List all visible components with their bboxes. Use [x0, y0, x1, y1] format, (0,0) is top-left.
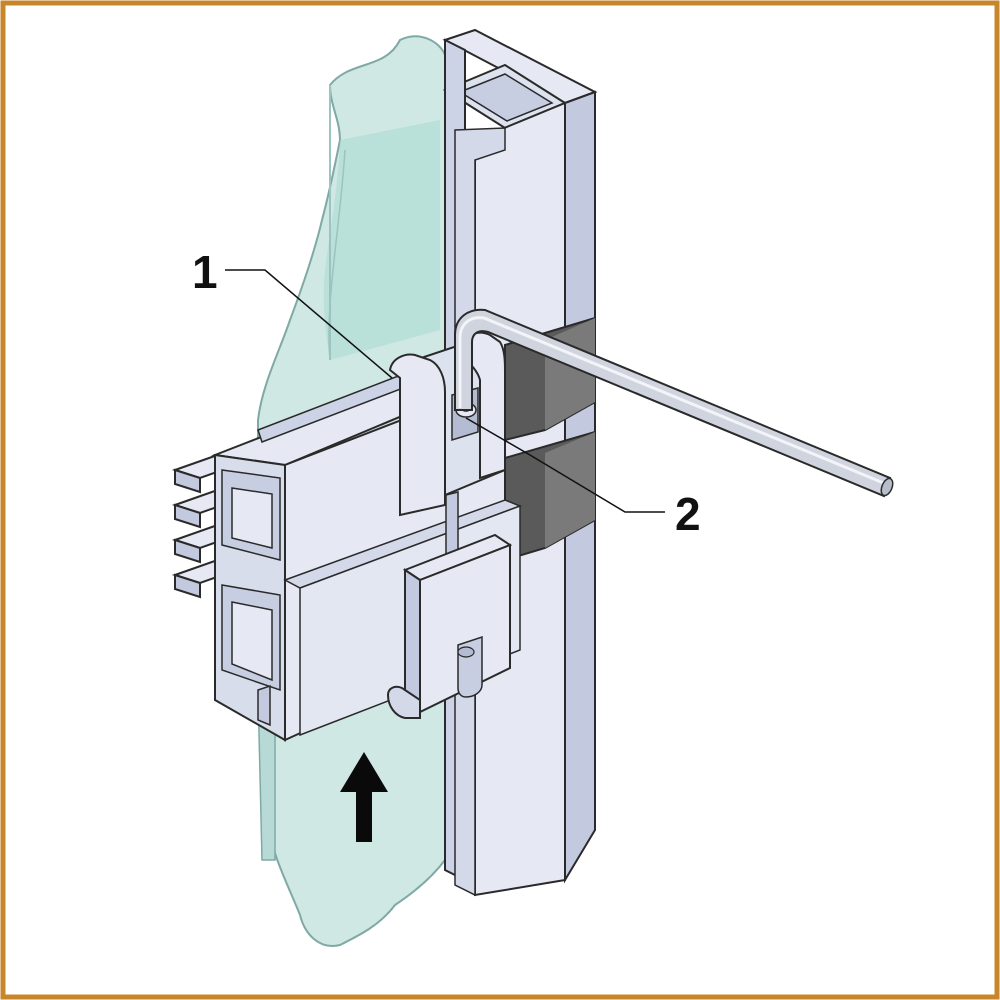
callout-1-leader	[225, 269, 393, 379]
allen-key-highlight	[458, 316, 887, 486]
gasket-lower-shade	[545, 432, 595, 548]
lower-nut	[457, 646, 475, 658]
transom-fin-3b	[174, 538, 201, 564]
upper-clip-left-ear	[388, 353, 446, 517]
transom-fin-4b	[174, 573, 201, 599]
callout-2-label: 2	[675, 488, 701, 540]
lower-clip-hook	[386, 685, 421, 719]
lower-clip-slot	[457, 635, 483, 698]
transom-upper-chamber-inner	[231, 487, 273, 549]
callout-2-leader	[465, 417, 665, 513]
glass-inner-layer	[323, 120, 440, 360]
allen-key-tip	[880, 477, 894, 497]
mullion-top-box-inner	[458, 73, 554, 122]
lower-clip-face	[419, 543, 511, 714]
transom-lower-chamber-inner	[231, 601, 273, 682]
transom-fin-1b	[174, 468, 201, 494]
glass-edge-line-2	[328, 149, 346, 361]
transom-fin-2b	[174, 503, 201, 529]
callout-1-label: 1	[192, 246, 218, 298]
transom-bottom-fin	[257, 684, 271, 727]
arrow-up-icon	[340, 752, 388, 842]
